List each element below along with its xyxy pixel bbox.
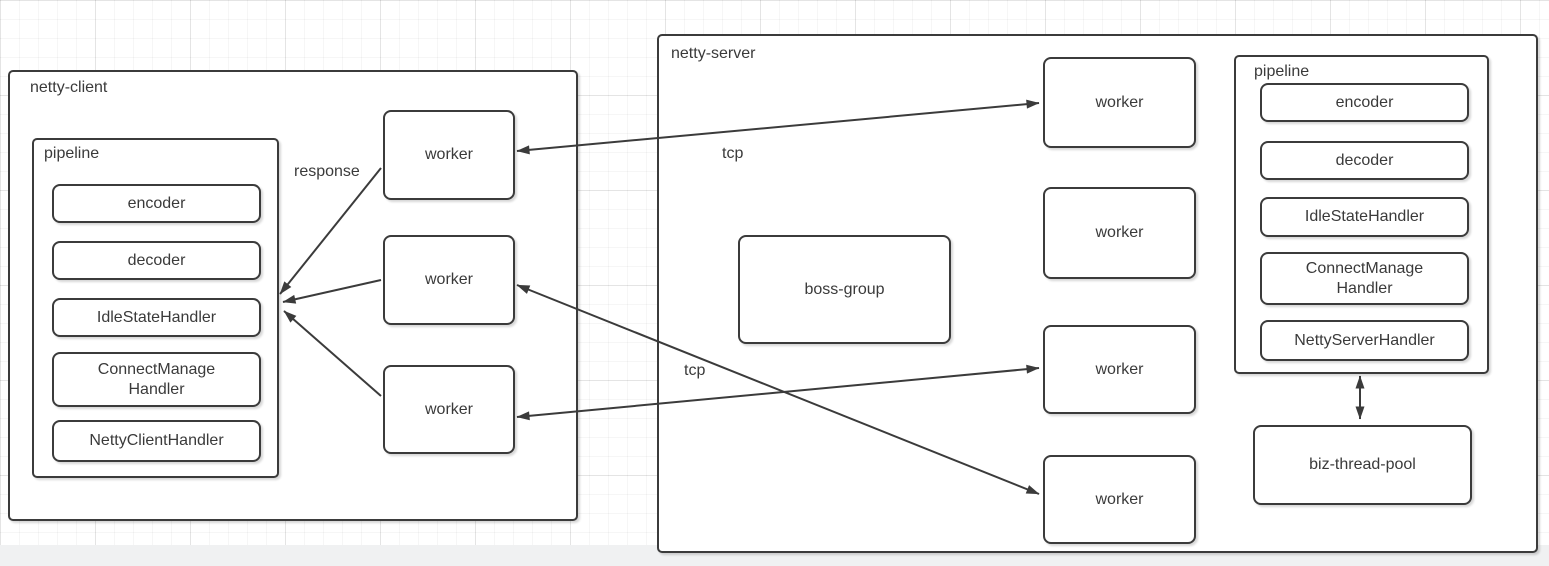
server-handler-idlestate-label: IdleStateHandler bbox=[1304, 208, 1425, 225]
biz-thread-pool-label: biz-thread-pool bbox=[1309, 456, 1416, 473]
server-worker-4: worker bbox=[1043, 455, 1196, 544]
client-handler-encoder: encoder bbox=[52, 184, 261, 223]
edge-label-response: response bbox=[294, 163, 360, 180]
server-handler-idlestate: IdleStateHandler bbox=[1260, 197, 1469, 237]
server-handler-connectmanage-label: ConnectManage Handler bbox=[1305, 259, 1424, 297]
server-worker-1: worker bbox=[1043, 57, 1196, 148]
server-handler-decoder: decoder bbox=[1260, 141, 1469, 180]
client-handler-nettyclient: NettyClientHandler bbox=[52, 420, 261, 462]
client-worker-1-label: worker bbox=[424, 146, 473, 163]
netty-client-title: netty-client bbox=[30, 79, 108, 96]
server-pipeline-title: pipeline bbox=[1254, 63, 1310, 80]
client-worker-3: worker bbox=[383, 365, 515, 454]
client-handler-idlestate: IdleStateHandler bbox=[52, 298, 261, 337]
client-worker-1: worker bbox=[383, 110, 515, 200]
client-pipeline-title: pipeline bbox=[44, 145, 100, 162]
server-pipeline-group: pipeline encoder decoder IdleStateHandle… bbox=[1234, 55, 1489, 374]
client-handler-connectmanage-label: ConnectManage Handler bbox=[97, 360, 216, 398]
server-worker-3: worker bbox=[1043, 325, 1196, 414]
server-worker-2-label: worker bbox=[1095, 224, 1144, 241]
netty-client-group: netty-client pipeline encoder decoder Id… bbox=[8, 70, 578, 521]
client-handler-encoder-label: encoder bbox=[127, 194, 186, 212]
client-handler-decoder: decoder bbox=[52, 241, 261, 280]
edge-label-tcp-bottom: tcp bbox=[684, 362, 706, 379]
client-handler-idlestate-label: IdleStateHandler bbox=[96, 308, 217, 326]
client-worker-2-label: worker bbox=[424, 271, 473, 288]
netty-server-title: netty-server bbox=[671, 45, 756, 62]
server-handler-encoder-label: encoder bbox=[1335, 93, 1394, 111]
client-worker-3-label: worker bbox=[424, 400, 473, 418]
biz-thread-pool-node: biz-thread-pool bbox=[1253, 425, 1472, 505]
client-handler-nettyclient-label: NettyClientHandler bbox=[89, 432, 224, 449]
client-worker-2: worker bbox=[383, 235, 515, 325]
server-handler-decoder-label: decoder bbox=[1335, 151, 1394, 169]
server-worker-4-label: worker bbox=[1095, 490, 1144, 508]
client-handler-decoder-label: decoder bbox=[127, 251, 186, 269]
server-worker-2: worker bbox=[1043, 187, 1196, 279]
server-handler-connectmanage: ConnectManage Handler bbox=[1260, 252, 1469, 305]
server-handler-nettyserver-label: NettyServerHandler bbox=[1294, 331, 1435, 349]
server-handler-nettyserver: NettyServerHandler bbox=[1260, 320, 1469, 361]
boss-group-label: boss-group bbox=[804, 280, 885, 298]
boss-group-node: boss-group bbox=[738, 235, 951, 344]
netty-server-group: netty-server boss-group worker worker wo… bbox=[657, 34, 1538, 553]
client-pipeline-group: pipeline encoder decoder IdleStateHandle… bbox=[32, 138, 279, 478]
server-handler-encoder: encoder bbox=[1260, 83, 1469, 122]
server-worker-1-label: worker bbox=[1095, 93, 1144, 111]
client-handler-connectmanage: ConnectManage Handler bbox=[52, 352, 261, 407]
edge-label-tcp-top: tcp bbox=[722, 145, 744, 162]
server-worker-3-label: worker bbox=[1095, 360, 1144, 378]
